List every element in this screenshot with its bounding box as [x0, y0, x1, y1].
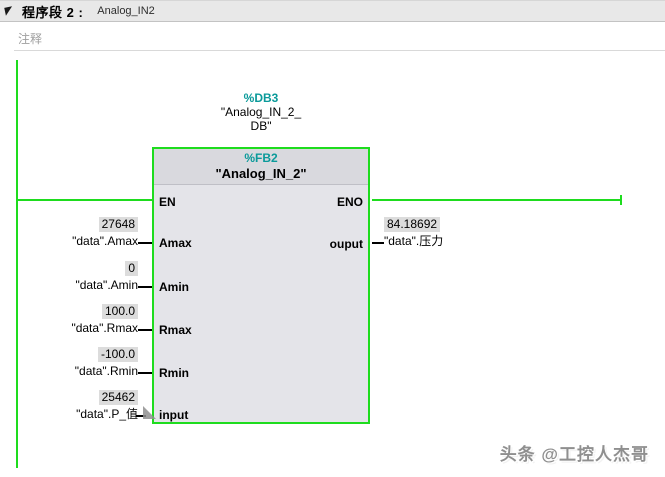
- drag-handle-icon[interactable]: [143, 406, 156, 419]
- comment-divider: [14, 50, 665, 51]
- pin-amax[interactable]: Amax: [159, 236, 192, 250]
- db-name-line2: DB": [250, 119, 272, 133]
- monitor-value: 84.18692: [384, 217, 584, 232]
- amax-stub-wire: [138, 242, 152, 244]
- pin-amin[interactable]: Amin: [159, 280, 189, 294]
- amax-monitor-value: 27648: [98, 217, 138, 232]
- network-comment[interactable]: 注释: [18, 32, 43, 46]
- network-number-label: 程序段 2 :: [22, 4, 84, 20]
- rmax-operand[interactable]: "data".Rmax: [71, 321, 138, 335]
- network-name[interactable]: Analog_IN2: [97, 5, 155, 17]
- monitor-value: 27648: [0, 217, 138, 232]
- monitor-value: -100.0: [0, 347, 138, 362]
- function-block[interactable]: %FB2 "Analog_IN_2" EN ENO Amax Amin Rmax…: [152, 147, 370, 424]
- amin-monitor-value: 0: [125, 261, 138, 276]
- pin-rmax[interactable]: Rmax: [159, 323, 192, 337]
- pin-en: EN: [159, 195, 176, 209]
- rmax-stub-wire: [138, 329, 152, 331]
- db-address: %DB3: [243, 91, 279, 105]
- instance-db-callout[interactable]: %DB3 "Analog_IN_2_ DB": [152, 91, 370, 133]
- pin-eno: ENO: [336, 195, 363, 209]
- amax-operand[interactable]: "data".Amax: [72, 234, 138, 248]
- monitor-value: 100.0: [0, 304, 138, 319]
- ouput-monitor-value: 84.18692: [384, 217, 441, 232]
- power-rail: [16, 60, 18, 468]
- network-header[interactable]: 程序段 2 : Analog_IN2: [0, 0, 665, 22]
- pin-ouput[interactable]: ouput: [329, 237, 363, 251]
- rmax-monitor-value: 100.0: [101, 304, 138, 319]
- eno-wire-end-tick: [620, 195, 622, 205]
- pin-rmin[interactable]: Rmin: [159, 366, 189, 380]
- function-block-header: %FB2 "Analog_IN_2": [154, 149, 368, 185]
- watermark-text: 头条 @工控人杰哥: [499, 445, 649, 464]
- amin-stub-wire: [138, 286, 152, 288]
- monitor-value: 0: [0, 261, 138, 276]
- fb-name: "Analog_IN_2": [215, 166, 307, 181]
- input-monitor-value: 25462: [98, 390, 138, 405]
- en-wire: [16, 199, 152, 201]
- monitor-value: 25462: [0, 390, 138, 405]
- input-stub-wire: [136, 415, 146, 417]
- collapse-network-icon[interactable]: [4, 6, 14, 16]
- input-operand[interactable]: "data".P_值: [76, 407, 138, 421]
- rmin-operand[interactable]: "data".Rmin: [74, 364, 138, 378]
- fb-address: %FB2: [244, 151, 278, 165]
- pin-input[interactable]: input: [159, 408, 189, 422]
- ouput-stub-wire: [372, 242, 384, 244]
- db-name-line1: "Analog_IN_2_: [220, 105, 302, 119]
- ouput-operand[interactable]: "data".压力: [384, 234, 444, 248]
- rmin-monitor-value: -100.0: [97, 347, 138, 362]
- eno-wire: [372, 199, 622, 201]
- rmin-stub-wire: [138, 372, 152, 374]
- amin-operand[interactable]: "data".Amin: [75, 278, 138, 292]
